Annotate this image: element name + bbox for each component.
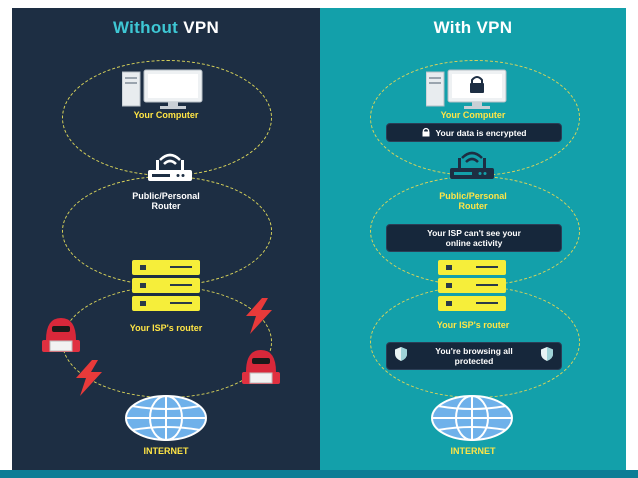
title-word-vpn: VPN — [183, 18, 220, 37]
panel-title-with-vpn: With VPN — [320, 18, 626, 38]
slide-bottom-bar — [0, 470, 638, 478]
isp-note-line1: Your ISP can't see your — [427, 228, 521, 238]
isp-label: Your ISP's router — [436, 320, 510, 330]
title-word-vpn: VPN — [476, 18, 513, 37]
protected-note: You're browsing all protected — [386, 342, 562, 370]
server-stack-icon — [132, 260, 200, 311]
computer-label: Your Computer — [440, 110, 506, 120]
isp-label: Your ISP's router — [129, 323, 203, 333]
isp-privacy-note: Your ISP can't see your online activity — [386, 224, 562, 252]
panel-title-without-vpn: Without VPN — [12, 18, 320, 38]
protected-note-line2: protected — [454, 356, 494, 366]
desktop-computer-icon — [426, 69, 507, 109]
desktop-computer-icon — [122, 69, 203, 109]
internet-label: INTERNET — [143, 446, 189, 456]
router-label-line2: Router — [458, 201, 488, 211]
title-word-without: Without — [112, 18, 179, 37]
router-label: Public/Personal Router — [320, 191, 626, 211]
router-label-line1: Public/Personal — [132, 191, 200, 201]
hacker-icon — [42, 318, 80, 352]
router-label-line2: Router — [151, 201, 181, 211]
computer-label: Your Computer — [133, 110, 199, 120]
lock-icon — [422, 127, 430, 137]
internet-label: INTERNET — [450, 446, 496, 456]
protected-note-line1: You're browsing all — [435, 346, 513, 356]
globe-icon — [431, 395, 513, 441]
shield-icon — [395, 347, 407, 361]
shield-icon — [541, 347, 553, 361]
server-stack-icon — [438, 260, 506, 311]
router-label: Public/Personal Router — [12, 191, 320, 211]
isp-note-line2: online activity — [445, 238, 503, 248]
without-vpn-panel: Without VPN Your Computer Public/Persona… — [12, 8, 320, 470]
lightning-bolt-icon — [76, 360, 102, 396]
wifi-router-icon — [148, 153, 192, 181]
wifi-router-icon — [450, 151, 494, 179]
encrypted-note-text: Your data is encrypted — [435, 128, 527, 138]
lightning-bolt-icon — [246, 298, 272, 334]
with-vpn-panel: With VPN Your Computer Your data is encr… — [320, 8, 626, 470]
globe-icon — [125, 395, 207, 441]
encrypted-note: Your data is encrypted — [386, 123, 562, 142]
hacker-icon — [242, 350, 280, 384]
router-label-line1: Public/Personal — [439, 191, 507, 201]
title-word-with: With — [433, 18, 472, 37]
